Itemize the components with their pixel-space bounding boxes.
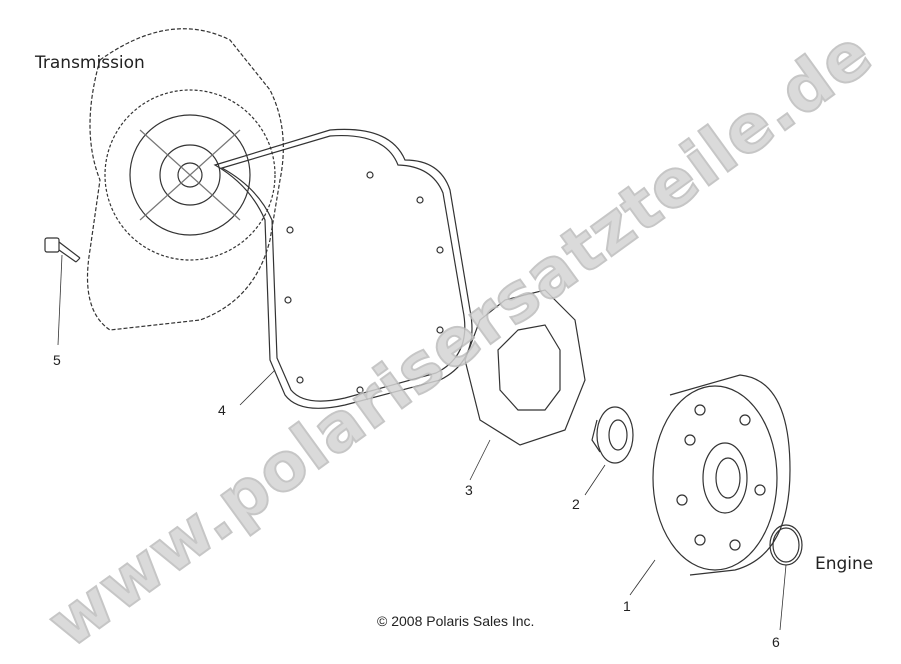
callout-2: 2: [572, 496, 580, 512]
transmission-housing: [87, 28, 284, 331]
callout-5: 5: [53, 352, 61, 368]
callout-6: 6: [772, 634, 780, 650]
callout-1: 1: [623, 598, 631, 614]
transmission-label: Transmission: [35, 53, 145, 73]
callout-4: 4: [218, 402, 226, 418]
callout-3: 3: [465, 482, 473, 498]
engine-label: Engine: [815, 554, 874, 574]
coupler-part-3: [464, 289, 586, 481]
bolt-part-5: [44, 237, 81, 346]
ring-part-6: [769, 524, 803, 631]
copyright-text: © 2008 Polaris Sales Inc.: [377, 613, 535, 629]
gasket-part-4: [213, 128, 473, 409]
bearing-part-2: [584, 406, 634, 496]
drum-part-1: [629, 374, 791, 596]
